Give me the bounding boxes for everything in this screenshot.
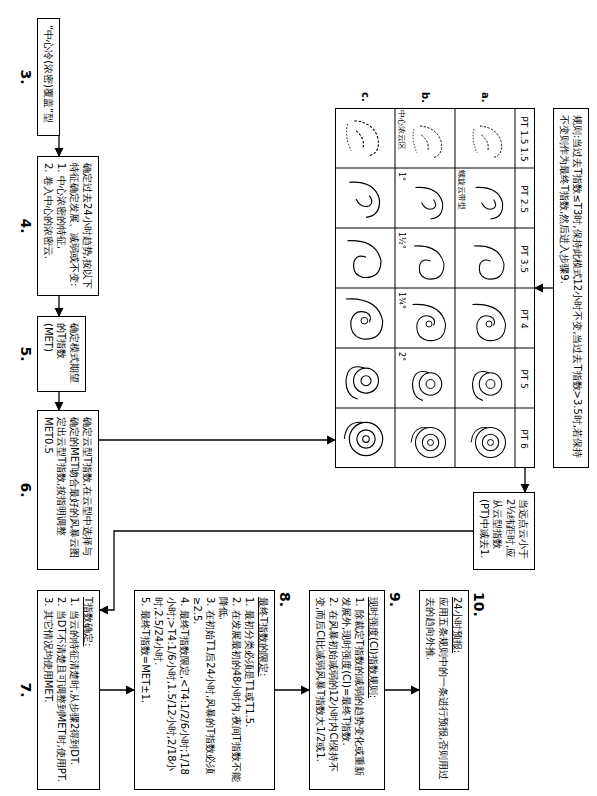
t-number-box: T指数确定:1. 当云的特征清楚时,从步骤2得到DT.2. 当DT不清楚且可调整… <box>37 590 100 790</box>
table-header: PT 1.5 1.5 <box>514 109 534 169</box>
box-heading: T指数确定: <box>82 597 95 783</box>
note-box: 当远点云小于2½纬距时,应从云型指数(PT)中减去1. <box>473 492 535 570</box>
cell-note: 1½° <box>396 232 406 249</box>
callout-number: 4. <box>18 219 34 234</box>
met-box: 确定模式期望的T指数(MET) <box>37 316 86 392</box>
flow-arrow <box>100 689 134 690</box>
box-text: 5. 最终T指数=MET±1. <box>139 597 152 783</box>
flow-arrow <box>524 468 525 492</box>
flow-arrow <box>58 296 59 316</box>
box-text: 规则:当过去T指数≤T3时,保持此模式12小时不变,当过去T指数>3.5时,若保… <box>558 115 584 461</box>
row-letter: a. <box>479 92 491 103</box>
cell-note: 中心浓云区 <box>396 110 406 150</box>
box-heading: 最终T指数的限定: <box>257 597 270 783</box>
box-text: 3. 在初始T1后24小时,风暴的T指数必须≥2.5. <box>191 597 217 783</box>
cell-note: 螺旋云带型 <box>456 170 466 210</box>
box-text: 1. 中心浓密的特征, <box>55 163 68 289</box>
box-text: 应用五条规则中的一条进行预报,否则用过去的趋向外推. <box>424 597 450 783</box>
table-header: PT 3.5 <box>514 229 534 289</box>
cloud-sketch <box>344 121 505 458</box>
pt-box: 确定云型T指数,在云型中选择与确定的MET吻合最好的风暴云图定出云型T指数,按指… <box>37 410 99 570</box>
box-text: 确定模式期望的T指数(MET) <box>42 323 81 385</box>
box-text: 4. 最终T指数限定,<T4:1/2/6小时;1/18小时;>T4:1/6小时,… <box>152 597 191 783</box>
box-text: 2. 在发展最初的48小时内,夜间T指数不能降低. <box>217 597 243 783</box>
callout-number: 3. <box>18 70 34 85</box>
callout-number: 7. <box>18 683 34 698</box>
table-header: PT 6 <box>514 409 534 469</box>
flow-arrow <box>58 136 59 156</box>
rule-box: 规则:当过去T指数≤T3时,保持此模式12小时不变,当过去T指数>3.5时,若保… <box>553 108 589 468</box>
callout-number: 6. <box>18 483 34 498</box>
forecast-box: 24小时预报:应用五条规则中的一条进行预报,否则用过去的趋向外推. <box>419 590 469 790</box>
constraint-box: 最终T指数的限定:1. 最初分类必须是T1或T1.5.2. 在发展最初的48小时… <box>134 590 275 790</box>
box-text: 1. 当云的特征清楚时,从步骤2得到DT. <box>68 597 81 783</box>
cell-note: 1° <box>396 172 406 181</box>
cell-note: 2° <box>396 352 406 361</box>
callout-number: 5. <box>18 347 34 362</box>
box-heading: 现时强度(CI)指数规则: <box>367 597 380 783</box>
box-text: 3. 其它情况均使用MET. <box>42 597 55 783</box>
box-text: 1. 除裁定T指数的减弱的趋势变化或重新发展外,现时强度(CI)=最终T指数. <box>340 597 366 783</box>
box-text: 2. 卷入中心的浓密云. <box>42 163 55 289</box>
flow-arrow <box>275 689 309 690</box>
box-text: 2. 在风暴初始减弱的12小时内CI保持不变,而后CI比减弱风暴T指数大1/2或… <box>314 597 340 783</box>
callout-number: 8. <box>277 592 293 607</box>
box-text: “中心冷(浓密)覆盖”型 <box>42 25 55 129</box>
box-text: 确定云型T指数,在云型中选择与确定的MET吻合最好的风暴云图定出云型T指数,按指… <box>42 417 94 563</box>
box-text: 当远点云小于2½纬距时,应从云型指数(PT)中减去1. <box>478 499 530 563</box>
row-letter: b. <box>419 92 431 103</box>
callout-number: 9. <box>387 592 403 607</box>
table-header: PT 2.5 <box>514 169 534 229</box>
ci-rule-box: 现时强度(CI)指数规则:1. 除裁定T指数的减弱的趋势变化或重新发展外,现时强… <box>309 590 385 790</box>
flow-arrow <box>385 689 419 690</box>
trend-box: 确定过去24小时趋势,按以下特征确定发展、减弱或不变:1. 中心浓密的特征,2.… <box>37 156 99 296</box>
box-heading: 24小时预报: <box>451 597 464 783</box>
row-letter: c. <box>359 92 371 102</box>
table-header: PT 5 <box>514 349 534 409</box>
flow-arrow <box>535 287 553 288</box>
box-text: 1. 最初分类必须是T1或T1.5. <box>243 597 256 783</box>
pattern-table: PT 1.5 1.5PT 2.5PT 3.5PT 4PT 5PT 6 <box>335 108 535 468</box>
callout-number: 10. <box>471 592 487 617</box>
cell-note: 1¾° <box>396 292 406 309</box>
box-text: 确定过去24小时趋势,按以下特征确定发展、减弱或不变: <box>68 163 94 289</box>
flow-arrow <box>99 439 335 440</box>
table-header: PT 4 <box>514 289 534 349</box>
flow-arrow <box>58 392 59 410</box>
table-grid <box>335 108 535 468</box>
pattern-type-box: “中心冷(浓密)覆盖”型 <box>37 18 60 136</box>
box-text: 2. 当DT不清楚且可调整到MET时,使用PT. <box>55 597 68 783</box>
